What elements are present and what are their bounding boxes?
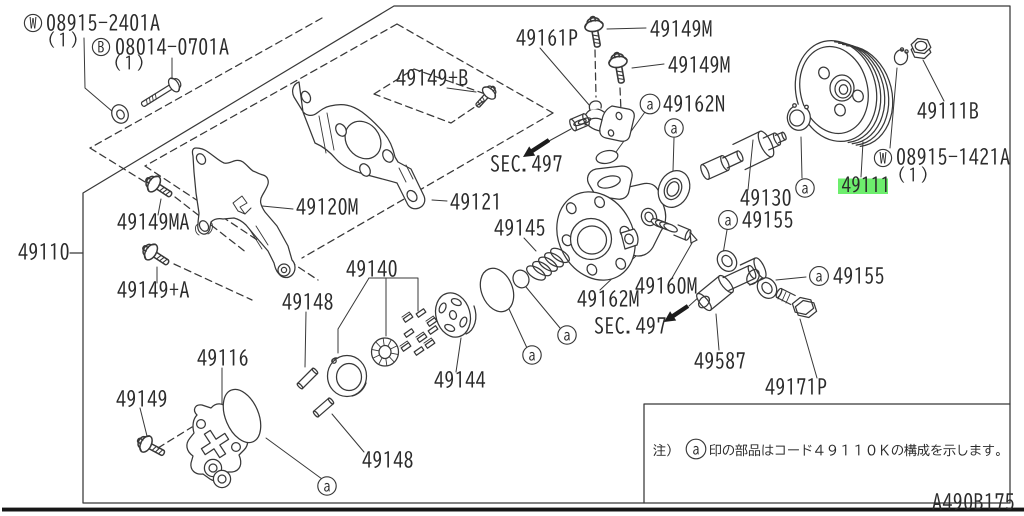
note-marker-a bbox=[685, 438, 707, 460]
part-label-49149ma[interactable] bbox=[117, 212, 190, 231]
marker-a-49162n bbox=[639, 93, 661, 115]
part-label-49145[interactable] bbox=[494, 218, 545, 237]
part-bolt-49149m-2 bbox=[606, 50, 632, 86]
part-washer-49155-2 bbox=[756, 276, 778, 300]
bottom-black-bar bbox=[2, 507, 1024, 512]
sec497-arrow-1 bbox=[523, 138, 551, 157]
part-label-49155-1[interactable] bbox=[742, 210, 793, 229]
part-oring-49162n bbox=[595, 149, 619, 165]
part-label-49587[interactable] bbox=[694, 351, 745, 370]
part-snap-ring bbox=[783, 103, 811, 132]
part-suction-tube-49161p bbox=[569, 100, 635, 142]
part-label-49116[interactable] bbox=[197, 348, 248, 367]
part-label-08014-0701a[interactable] bbox=[115, 37, 229, 56]
part-pump-housing bbox=[556, 165, 667, 281]
part-vanes-49140 bbox=[399, 308, 439, 356]
part-c-clip bbox=[893, 47, 909, 66]
part-bolt-49149ma bbox=[140, 170, 177, 204]
note-box-border bbox=[643, 403, 1011, 504]
kit-marker-a-2 bbox=[795, 178, 815, 198]
note-prefix bbox=[653, 443, 671, 457]
part-label-49110[interactable] bbox=[18, 242, 69, 261]
figure-code bbox=[932, 492, 1014, 511]
qty-08915-2401a bbox=[49, 31, 77, 48]
part-shaft-49130 bbox=[700, 130, 787, 181]
marker-a-49155-1 bbox=[718, 210, 738, 230]
labels bbox=[18, 13, 1014, 511]
marker-b-08014-0701a bbox=[91, 37, 111, 57]
note-text bbox=[709, 443, 1000, 457]
sec-ref-497-1[interactable] bbox=[490, 154, 562, 173]
part-bolt-49149-plus-b bbox=[470, 81, 501, 113]
part-bolt-49149 bbox=[133, 431, 169, 463]
part-pin-49148-2 bbox=[312, 397, 335, 418]
marker-a-49155-2 bbox=[809, 266, 829, 286]
part-gasket-49116 bbox=[222, 388, 262, 444]
leader-lines bbox=[83, 27, 945, 480]
part-valve-49160m bbox=[650, 218, 698, 244]
part-seal-49162n bbox=[657, 170, 691, 208]
kit-marker-a-5 bbox=[317, 476, 337, 496]
part-label-49155-2[interactable] bbox=[833, 266, 884, 285]
qty-08014-0701a bbox=[115, 54, 143, 71]
part-bracket-49120m bbox=[191, 147, 296, 279]
part-label-49111b[interactable] bbox=[917, 101, 979, 120]
part-label-49160m[interactable] bbox=[635, 276, 697, 295]
part-eyebolt-49171p bbox=[775, 287, 818, 319]
part-pulley-49111 bbox=[794, 39, 894, 148]
kit-marker-a-3 bbox=[557, 325, 577, 345]
marker-w-08915-2401a bbox=[23, 13, 43, 33]
part-bolt-08014-0701a bbox=[140, 77, 182, 107]
part-label-49148-1[interactable] bbox=[282, 292, 333, 311]
part-label-49162m[interactable] bbox=[577, 289, 639, 308]
part-washer-08915-2401a bbox=[111, 104, 129, 124]
part-washer-49155-1 bbox=[716, 249, 738, 273]
artwork bbox=[2, 5, 1024, 512]
part-label-49149-plus-a[interactable] bbox=[117, 280, 190, 299]
marker-w-08915-1421a bbox=[873, 148, 893, 168]
qty-08915-1421a bbox=[899, 166, 927, 183]
part-label-08915-1421a[interactable] bbox=[896, 147, 1010, 166]
part-cam-ring-49140 bbox=[326, 354, 368, 398]
part-pin-49148-1 bbox=[296, 367, 319, 390]
part-bracket-49121 bbox=[292, 81, 426, 210]
part-bolt-49149-plus-a bbox=[137, 238, 174, 272]
part-label-49144[interactable] bbox=[434, 370, 486, 389]
part-label-49161p[interactable] bbox=[516, 28, 578, 47]
part-oring-49162m-small bbox=[512, 269, 530, 289]
part-label-49140[interactable] bbox=[346, 259, 397, 278]
part-bolt-49149m-1 bbox=[582, 14, 608, 50]
part-label-08915-2401a[interactable] bbox=[46, 13, 160, 32]
part-label-49149[interactable] bbox=[116, 389, 167, 408]
main-border bbox=[82, 5, 1011, 504]
part-oring-49162m-large bbox=[479, 267, 515, 313]
part-label-49149m-1[interactable] bbox=[650, 19, 712, 38]
part-nut-49111b bbox=[910, 37, 932, 60]
part-label-49162n[interactable] bbox=[663, 94, 725, 113]
sec-ref-497-2[interactable] bbox=[594, 316, 666, 335]
part-label-49121[interactable] bbox=[450, 192, 498, 211]
part-label-49148-2[interactable] bbox=[362, 450, 413, 469]
diagram-border bbox=[69, 5, 1011, 504]
kit-marker-a-1 bbox=[664, 118, 684, 138]
part-connector-49587 bbox=[696, 257, 767, 312]
part-spring-49145 bbox=[526, 247, 570, 281]
part-label-49149m-2[interactable] bbox=[668, 55, 730, 74]
part-rotor-49140 bbox=[370, 337, 400, 367]
kit-marker-a-4 bbox=[522, 345, 542, 365]
part-label-49171p[interactable] bbox=[765, 377, 827, 396]
part-label-49130[interactable] bbox=[740, 188, 791, 207]
part-side-plate-49144 bbox=[434, 292, 477, 338]
part-label-49120m[interactable] bbox=[296, 197, 358, 216]
assembly-dashed-lines bbox=[89, 17, 622, 449]
sec497-arrow-2 bbox=[664, 304, 690, 322]
